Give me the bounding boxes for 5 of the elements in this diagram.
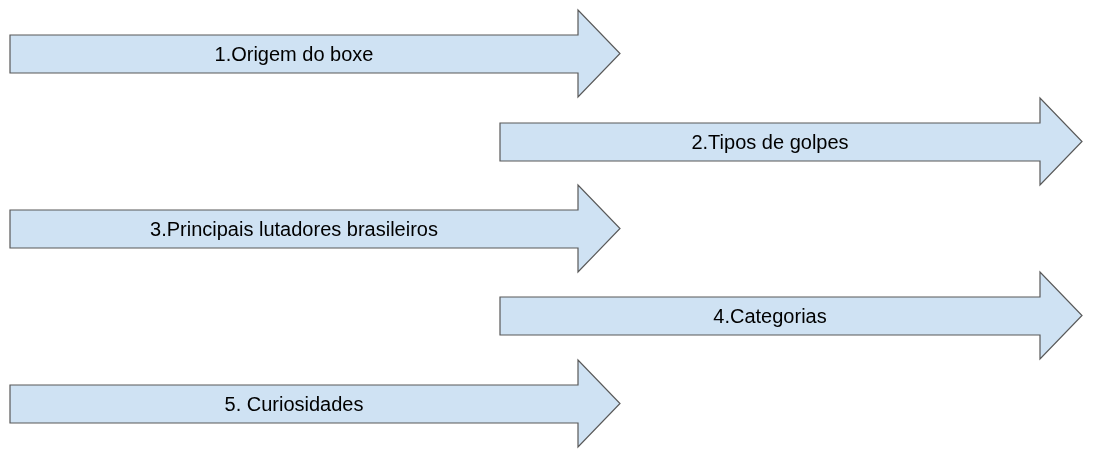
step-label: 2.Tipos de golpes <box>691 130 849 153</box>
step-label: 1.Origem do boxe <box>214 42 374 65</box>
step-label: 5. Curiosidades <box>224 392 364 415</box>
step-label: 3.Principais lutadores brasileiros <box>150 217 438 240</box>
step-label: 4.Categorias <box>713 304 827 327</box>
